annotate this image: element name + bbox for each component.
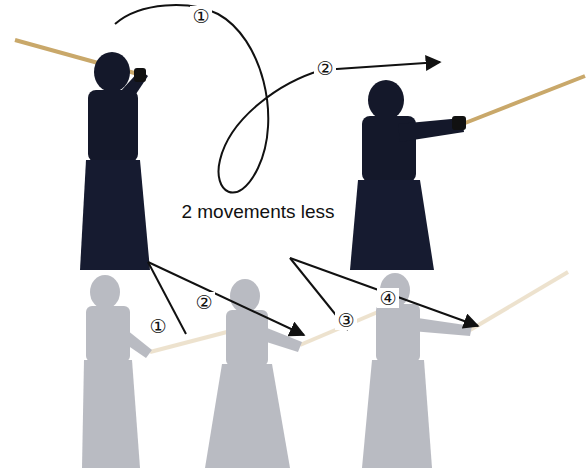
motion-arrows (148, 258, 478, 335)
callout-number: ① (190, 6, 211, 27)
kendoka-figure (205, 279, 392, 468)
annotation-text: 2 movements less (179, 202, 336, 223)
callout-number: ① (147, 316, 168, 337)
callout-number: ② (193, 292, 214, 313)
kendoka-figure (350, 76, 585, 270)
callout-number: ② (314, 58, 335, 79)
callout-number: ④ (377, 288, 398, 309)
kendoka-figure (362, 272, 568, 468)
callout-number: ③ (335, 310, 356, 331)
motion-curve (115, 5, 440, 192)
kendoka-figure (15, 40, 150, 270)
